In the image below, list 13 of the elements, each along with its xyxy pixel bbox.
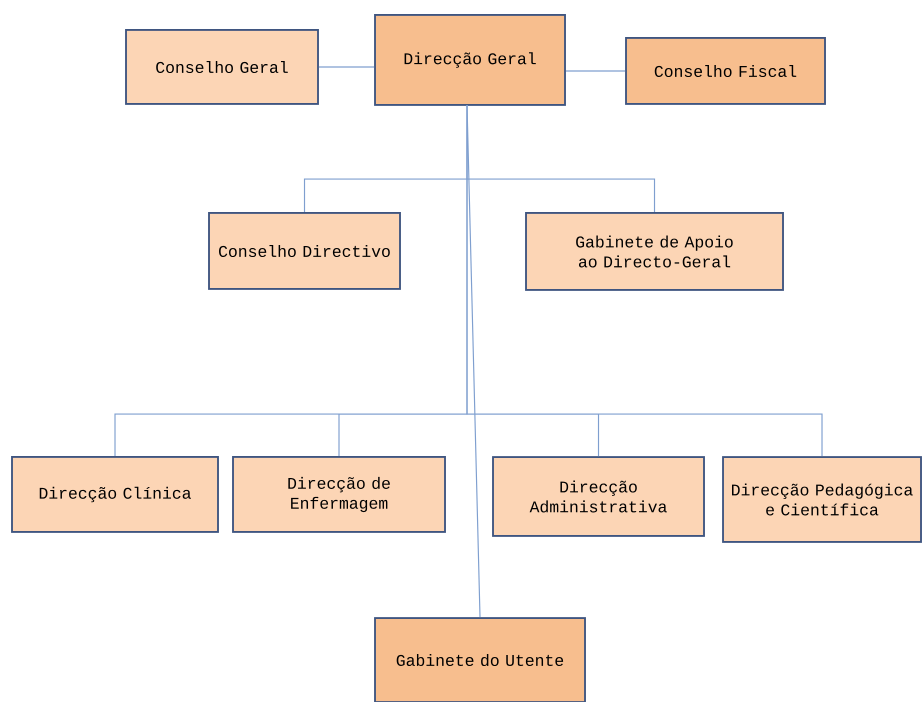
org-box: Conselho Directivo [208,212,401,290]
org-box: Direcção Pedagógica e Científica [722,456,922,543]
org-box: Conselho Geral [125,29,319,105]
org-box: Gabinete de Apoio ao Directo-Geral [525,212,784,291]
org-box: Direcção Clínica [11,456,219,533]
org-box: Direcção Administrativa [492,456,705,537]
connector-line [566,70,626,72]
org-box: Gabinete do Utente [374,617,586,702]
connector-line [318,66,374,68]
org-box: Direcção de Enfermagem [232,456,446,533]
org-box: Direcção Geral [374,14,566,106]
org-box: Conselho Fiscal [625,37,826,105]
connector-line [466,104,481,618]
